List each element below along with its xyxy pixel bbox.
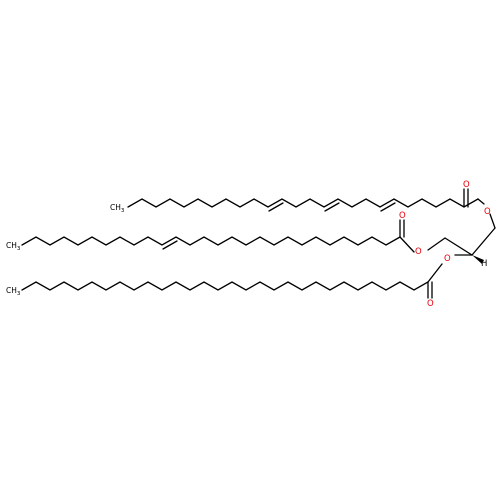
glycerol-c1-c2	[471, 227, 496, 256]
carbonyl-oxygen-2-label: O	[399, 211, 406, 221]
chain-2-double-bond	[162, 240, 178, 250]
glycerol-backbone	[427, 213, 496, 264]
acyl-chain-2	[21, 219, 415, 253]
chain-1-double-bond-2	[324, 202, 340, 212]
acyl-chain-3	[21, 263, 443, 299]
chain-2-methyl-label: CH3	[6, 241, 21, 252]
chain-1-double-bond-3	[380, 202, 396, 212]
glycerol-c2-c3	[444, 237, 473, 256]
stereo-hydrogen-label: H	[481, 259, 487, 269]
glycerol-c3-o2	[427, 237, 446, 251]
carbonyl-oxygen-3-label: O	[427, 299, 434, 309]
carbonyl-oxygen-1-label: O	[463, 180, 470, 190]
stereo-wedge	[472, 255, 484, 264]
ester-oxygen-1-label: O	[484, 207, 491, 217]
acyl-chain-1	[127, 188, 485, 212]
glycerol-c1-o1	[489, 213, 496, 229]
chain-3-backbone	[21, 263, 443, 291]
chain-2-backbone	[21, 236, 415, 253]
chain-1-backbone	[127, 198, 479, 208]
chain-3-methyl-label: CH3	[6, 286, 21, 297]
chain-1-methyl-label: CH3	[110, 203, 125, 214]
ester-oxygen-3-label: O	[444, 254, 451, 264]
chain-1-double-bond-1	[268, 202, 284, 212]
atom-labels: CH3 CH3 CH3 O O O O O O H	[6, 180, 491, 309]
ester-oxygen-2-label: O	[415, 247, 422, 257]
chain-1-ester-bond	[477, 198, 485, 205]
